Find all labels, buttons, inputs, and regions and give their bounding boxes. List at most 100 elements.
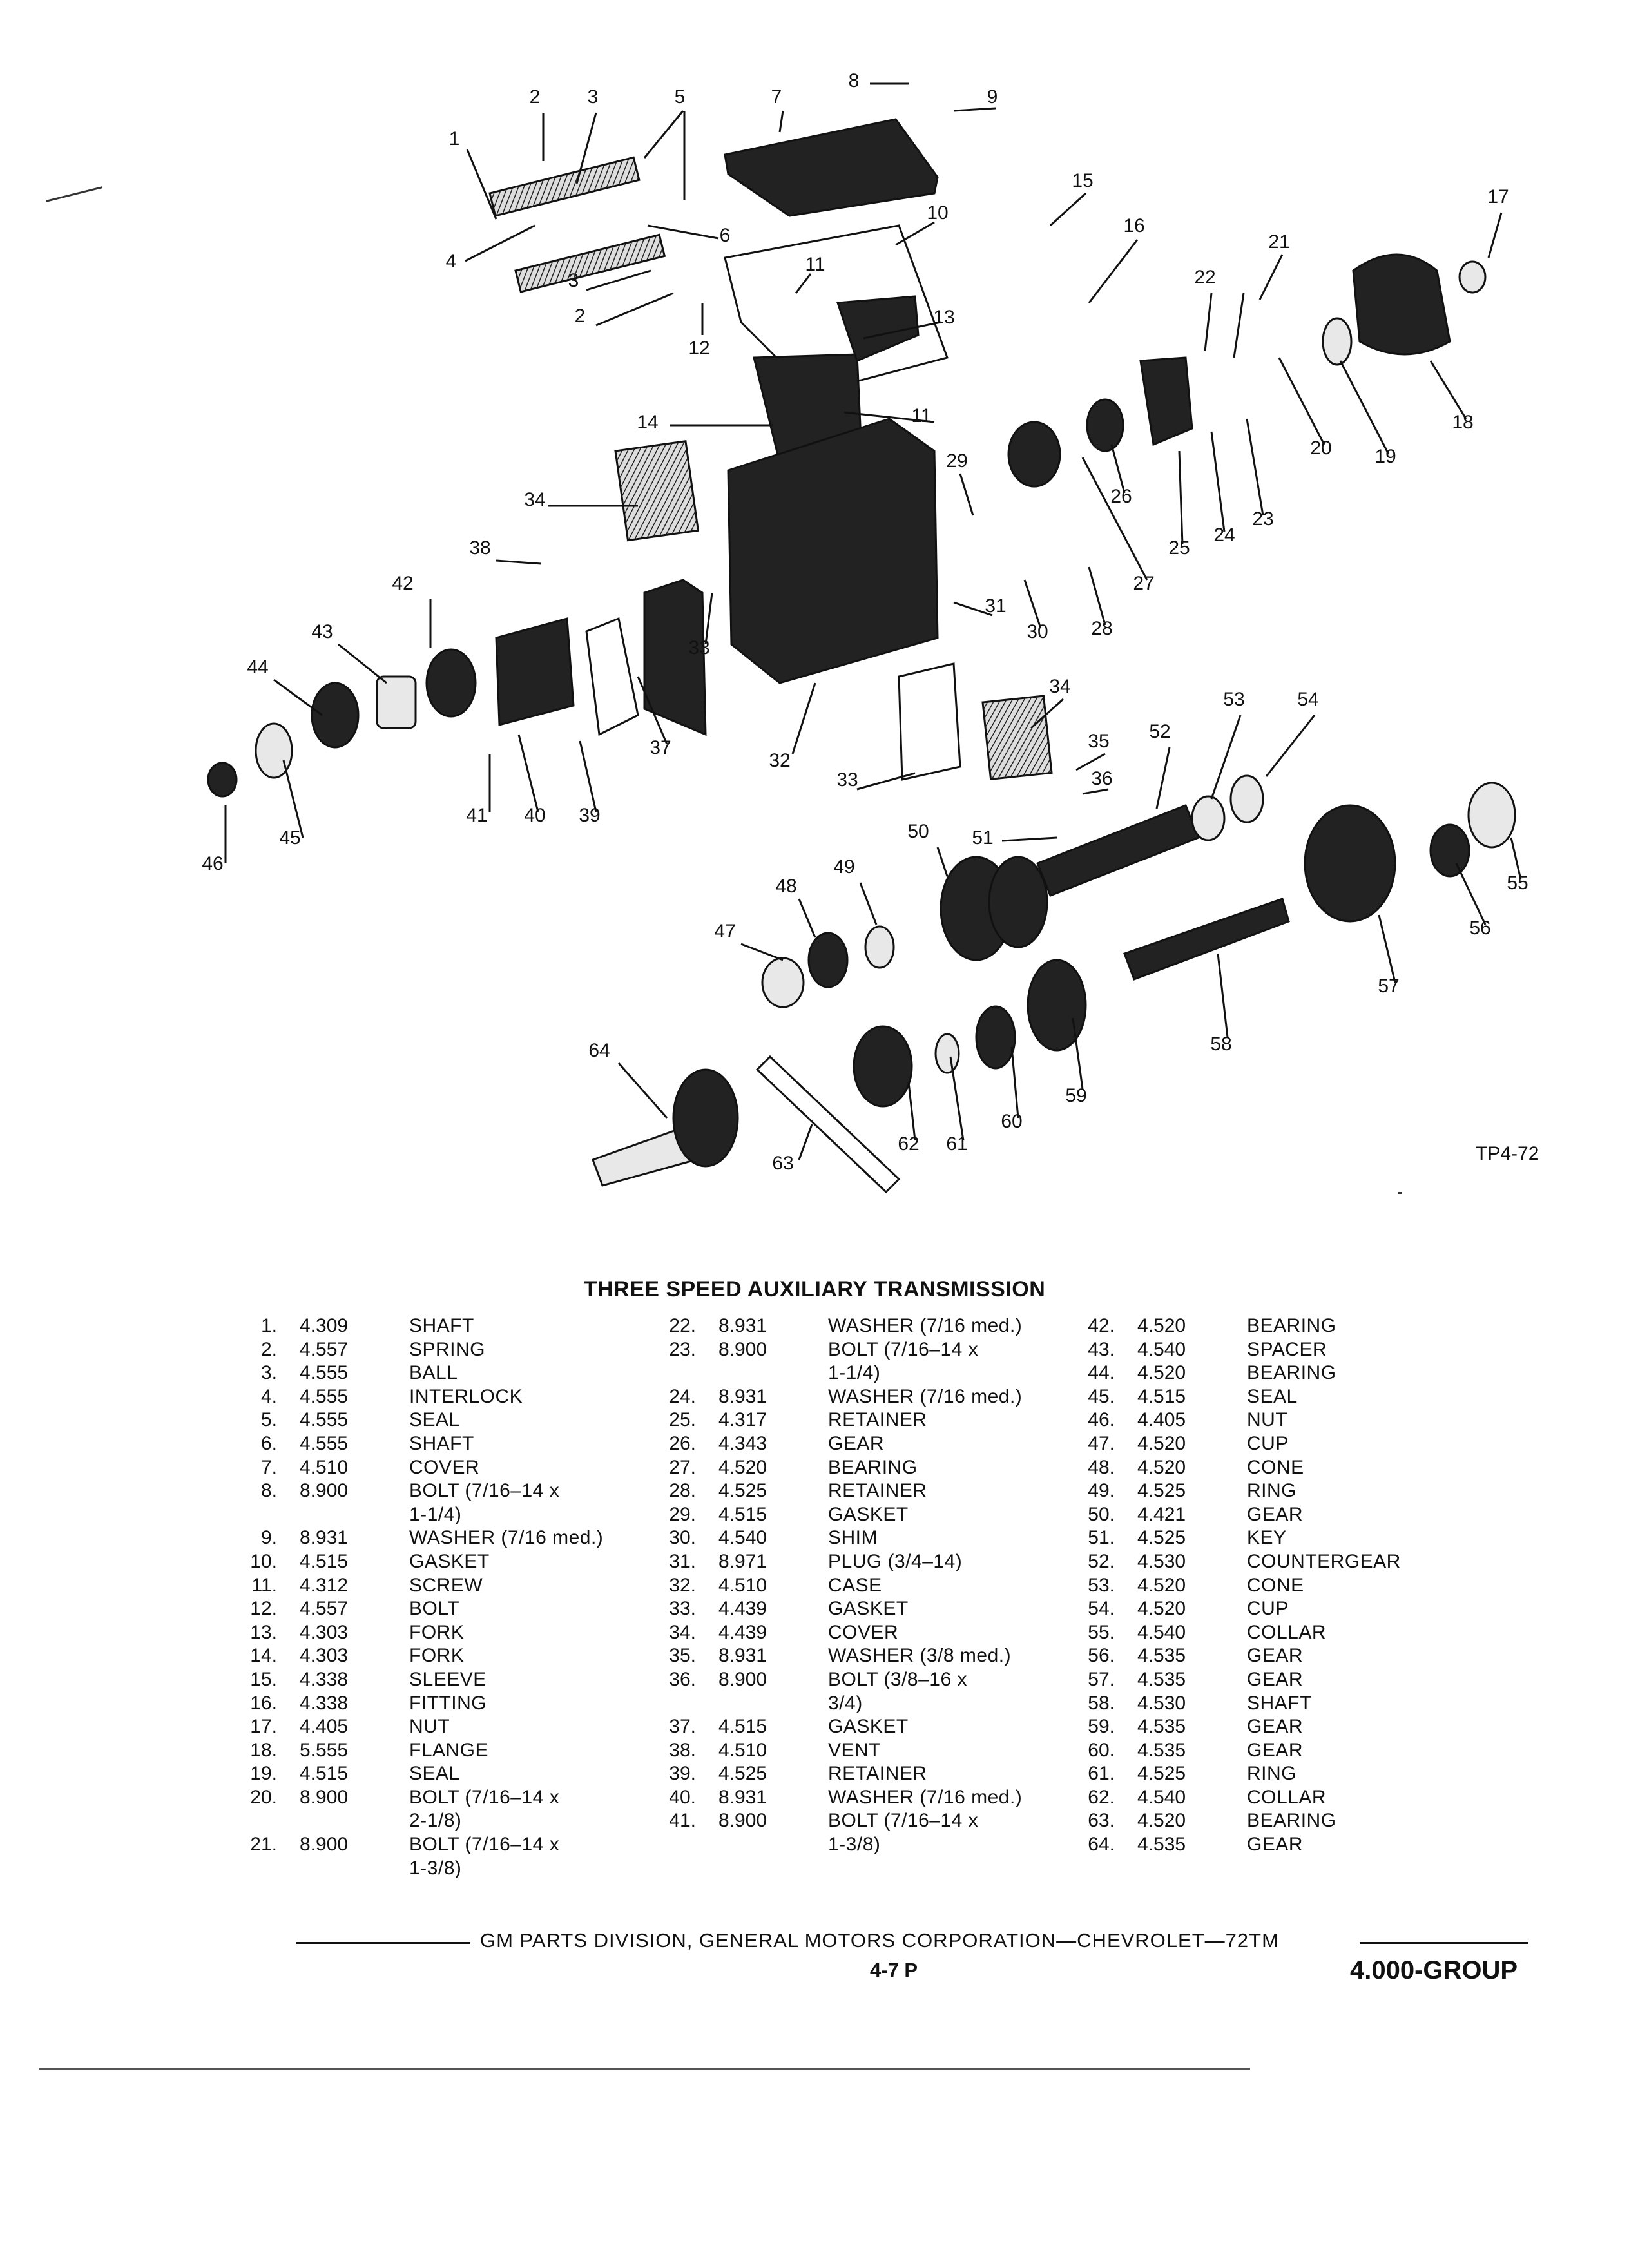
part-number: 52. (1088, 1550, 1115, 1572)
parts-row: 1-1/4) (232, 1503, 603, 1527)
part-description: 3/4) (828, 1692, 863, 1714)
group-code: 4.312 (300, 1574, 349, 1596)
part-number: 62. (1088, 1786, 1115, 1808)
part-number: 16. (250, 1692, 277, 1714)
group-code: 4.525 (1137, 1763, 1186, 1785)
callout-number: 47 (714, 921, 735, 942)
callout-number: 16 (1123, 215, 1144, 236)
callout-number: 6 (720, 225, 731, 246)
part-description: BALL (409, 1362, 458, 1384)
part-number: 32. (669, 1574, 696, 1596)
part-number: 59. (1088, 1716, 1115, 1738)
part-description: SPRING (409, 1338, 486, 1360)
part-description: COUNTERGEAR (1247, 1550, 1401, 1572)
parts-row: 1-1/4) (651, 1361, 1022, 1385)
group-code: 4.520 (1137, 1362, 1186, 1384)
part-illustration (724, 224, 949, 394)
part-number: 14. (250, 1645, 277, 1667)
part-illustration (981, 695, 1053, 780)
callout-leader (1010, 1046, 1019, 1119)
callout-leader (959, 473, 974, 516)
part-number: 1. (260, 1315, 277, 1336)
part-number: 28. (669, 1480, 696, 1502)
part-description: SHIM (828, 1527, 878, 1549)
group-code: 4.303 (300, 1645, 349, 1667)
group-code: 4.540 (1137, 1621, 1186, 1643)
callout-number: 24 (1213, 524, 1235, 546)
part-description: BEARING (1247, 1315, 1336, 1336)
callout-number: 30 (1027, 621, 1048, 642)
part-description: INTERLOCK (409, 1385, 523, 1407)
callout-leader (1049, 192, 1087, 227)
callout-leader (466, 149, 497, 220)
part-number: 34. (669, 1621, 696, 1643)
group-code: 4.540 (1137, 1338, 1186, 1360)
part-number: 41. (669, 1810, 696, 1832)
group-code: 8.931 (718, 1315, 767, 1336)
part-description: CUP (1247, 1598, 1289, 1620)
part-illustration (988, 856, 1048, 948)
callout-leader (273, 678, 323, 716)
callout-number: 5 (675, 86, 686, 108)
group-code: 4.555 (300, 1362, 349, 1384)
callout-leader (1233, 293, 1245, 358)
part-description: SEAL (409, 1409, 460, 1431)
part-illustration (1191, 795, 1226, 841)
callout-number: 53 (1223, 689, 1244, 710)
part-number: 30. (669, 1527, 696, 1549)
part-description: CUP (1247, 1432, 1289, 1454)
part-description: 1-3/8) (828, 1834, 881, 1856)
callout-leader (1072, 1017, 1084, 1090)
part-number (232, 1857, 277, 1881)
part-number: 22. (669, 1315, 696, 1336)
callout-leader (1210, 431, 1226, 532)
callout-number: 11 (911, 405, 931, 427)
group-code: 4.515 (300, 1763, 349, 1785)
part-illustration (864, 925, 895, 969)
group-code: 4.525 (1137, 1480, 1186, 1502)
part-number: 15. (250, 1668, 277, 1690)
part-number: 23. (669, 1338, 696, 1360)
part-number: 29. (669, 1503, 696, 1525)
part-illustration (727, 418, 939, 684)
parts-illustrations (207, 118, 1516, 1194)
part-description: RING (1247, 1763, 1296, 1785)
part-description: WASHER (7/16 med.) (828, 1385, 1023, 1407)
part-number: 39. (669, 1763, 696, 1785)
part-description: BOLT (7/16–14 x (828, 1810, 979, 1832)
part-number: 42. (1088, 1315, 1115, 1336)
group-code: 4.520 (1137, 1432, 1186, 1454)
part-illustration (1467, 782, 1516, 849)
group-code: 4.520 (1137, 1810, 1186, 1832)
callout-number: 25 (1168, 537, 1190, 559)
part-number: 25. (669, 1409, 696, 1431)
callout-number: 23 (1252, 508, 1273, 530)
callout-leader (791, 682, 816, 754)
scan-mark (1398, 1192, 1402, 1194)
callout-leader (1246, 418, 1264, 516)
part-description: 1-1/4) (828, 1362, 881, 1384)
group-code: 4.338 (300, 1668, 349, 1690)
part-number: 48. (1088, 1456, 1115, 1478)
part-description: NUT (1247, 1409, 1288, 1431)
part-number: 46. (1088, 1409, 1115, 1431)
footer-rule-left (296, 1942, 470, 1944)
callout-leader (949, 1056, 965, 1141)
